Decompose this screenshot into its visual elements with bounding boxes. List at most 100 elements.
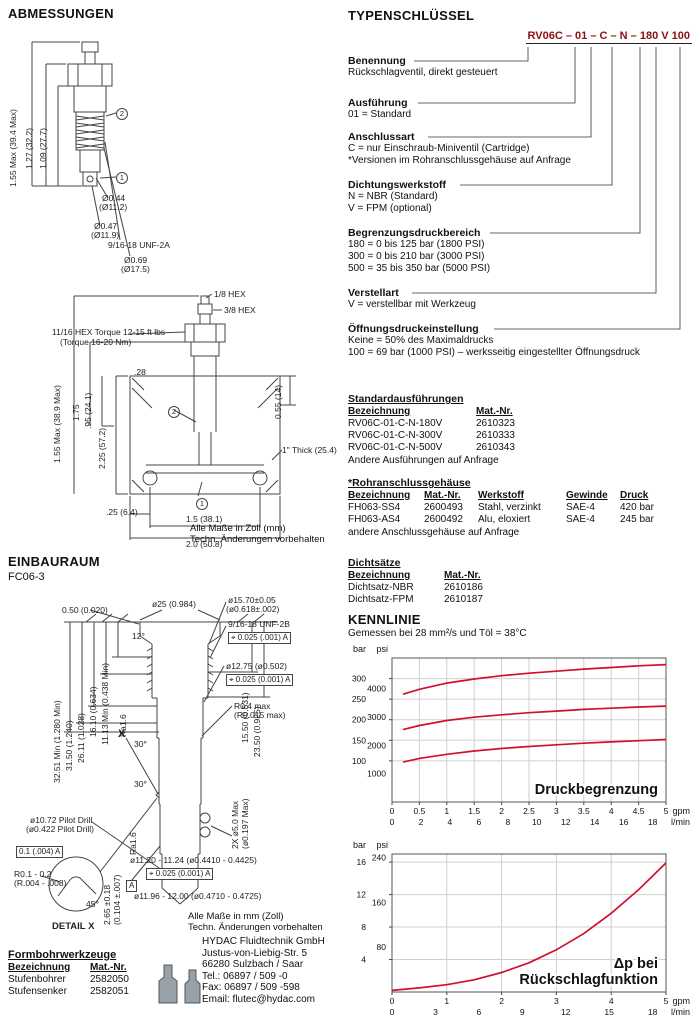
radius-label: (R.004 - .008)	[14, 878, 67, 888]
section-dichtungswerkstoff: Dichtungswerkstoff N = NBR (Standard) V …	[348, 179, 692, 215]
cell: RV06C-01-C-N-180V	[348, 418, 443, 429]
tolerance-frame: ⌖ 0.025 (0.001) A	[226, 674, 294, 686]
radius-label: (R0.015 max)	[234, 710, 286, 720]
header-cell: Bezeichnung	[348, 406, 411, 417]
svg-text:2: 2	[499, 996, 504, 1006]
dim-label: ø25 (0.984)	[152, 599, 196, 609]
address-line: Fax: 06897 / 509 -598	[202, 982, 300, 993]
svg-text:100: 100	[352, 756, 366, 766]
svg-text:0: 0	[390, 996, 395, 1006]
table-row: Dichtsatz-NBR 2610186	[348, 582, 692, 594]
cell: 2600493	[424, 502, 463, 513]
svg-text:4: 4	[448, 817, 453, 827]
dim-label: 1.09 (27.7)	[38, 127, 48, 169]
svg-text:2.5: 2.5	[523, 806, 535, 816]
detail-label: DETAIL X	[52, 921, 95, 932]
svg-text:5: 5	[664, 996, 669, 1006]
section-text: V = FPM (optional)	[348, 203, 432, 214]
section-text: 01 = Standard	[348, 109, 412, 120]
dim-label: .25 (6.4)	[106, 507, 138, 517]
section-label: Begrenzungsdruckbereich	[348, 227, 481, 239]
drawing-note: Techn. Änderungen vorbehalten	[188, 922, 323, 933]
cell: 2610343	[476, 442, 515, 453]
address-line[interactable]: Email: flutec@hydac.com	[202, 993, 315, 1005]
dim-label: 32.51 Min (1.280 Min)	[52, 700, 62, 783]
cell: 245 bar	[620, 514, 654, 525]
surface-finish-label: Ra1.6	[128, 832, 138, 855]
type-code-connectors	[412, 47, 681, 330]
abmessungen-title: ABMESSUNGEN	[8, 6, 114, 21]
cell: 2582050	[90, 974, 129, 985]
dim-label: (ø0.422 Pilot Drill)	[26, 824, 95, 834]
cavity-lineart	[41, 601, 278, 912]
dim-label: ø11.20 - 11.24 (ø0.4410 - 0.4425)	[130, 855, 257, 865]
einbauraum-title: EINBAURAUM	[8, 554, 100, 569]
header-cell: Bezeichnung	[348, 570, 411, 581]
table-footer: andere Anschlussgehäuse auf Anfrage	[348, 527, 520, 538]
svg-text:16: 16	[619, 817, 629, 827]
drill-tools-illustration	[152, 962, 208, 1013]
svg-text:8: 8	[361, 922, 366, 932]
svg-text:2: 2	[499, 806, 504, 816]
port-number: 2	[168, 406, 180, 418]
table-row: FH063-SS4 2600493 Stahl, verzinkt SAE-4 …	[348, 502, 692, 514]
table-row: RV06C-01-C-N-300V 2610333	[348, 430, 692, 442]
dim-label: ø12.75 (ø0.502)	[226, 661, 287, 671]
kennlinie-subtitle: Gemessen bei 28 mm²/s und Töl = 38°C	[348, 628, 527, 639]
section-text: C = nur Einschraub-Miniventil (Cartridge…	[348, 143, 530, 154]
section-oeffnungsdruckeinstellung: Öffnungsdruckeinstellung Keine = 50% des…	[348, 323, 692, 359]
radius-label: R0.1 - 0.2	[14, 869, 52, 879]
svg-text:1: 1	[444, 806, 449, 816]
table-title: Dichtsätze	[348, 557, 401, 569]
cell: 2610186	[444, 582, 483, 593]
dim-label: (Ø17.5)	[121, 264, 150, 274]
angle-label: 30°	[134, 779, 147, 789]
company-address: HYDAC Fluidtechnik GmbH Justus-von-Liebi…	[202, 936, 344, 1005]
standard-versions-table: Standardausführungen Bezeichnung Mat.-Nr…	[348, 392, 692, 467]
dim-label: (ø0.618±.002)	[226, 604, 280, 614]
svg-text:12: 12	[561, 817, 571, 827]
svg-text:150: 150	[352, 735, 366, 745]
section-anschlussart: Anschlussart C = nur Einschraub-Minivent…	[348, 131, 692, 167]
section-text: Rückschlagventil, direkt gesteuert	[348, 67, 498, 78]
address-line: 66280 Sulzbach / Saar	[202, 959, 304, 970]
svg-text:3000: 3000	[367, 712, 386, 722]
svg-text:18: 18	[648, 1007, 658, 1017]
tolerance-frame: 0.1 (.004) A	[16, 846, 64, 858]
dim-label: ø11.96 - 12.00 (ø0.4710 - 0.4725)	[134, 891, 262, 901]
dim-label: 11.13 Min (0.438 Min)	[100, 662, 110, 745]
tolerance-frame: ⌖ 0.025 (.001) A	[228, 632, 291, 644]
section-benennung: Benennung Rückschlagventil, direkt geste…	[348, 55, 692, 79]
hex-label: 1/8 HEX	[214, 289, 246, 299]
svg-text:0.5: 0.5	[413, 806, 425, 816]
dim-label: (Ø11.9)	[91, 230, 120, 240]
svg-text:1: 1	[444, 996, 449, 1006]
cell: Stahl, verzinkt	[478, 502, 541, 513]
dim-label: 1.55 Max (38.9 Max)	[52, 385, 62, 463]
cell: FH063-AS4	[348, 514, 401, 525]
section-label: Ausführung	[348, 97, 408, 109]
svg-text:4: 4	[361, 955, 366, 965]
address-line: Justus-von-Liebig-Str. 5	[202, 947, 308, 959]
dim-label: ø15.70±0.05	[228, 595, 276, 605]
section-text: 500 = 35 bis 350 bar (5000 PSI)	[348, 263, 491, 274]
dim-label: (0.104 ±.007)	[112, 874, 122, 925]
header-cell: Druck	[620, 490, 649, 501]
dim-label: ø10.72 Pilot Drill	[30, 815, 93, 825]
svg-text:80: 80	[377, 942, 387, 952]
dim-label: 23.50 (0.925)	[252, 706, 262, 757]
drawing-note: Techn. Änderungen vorbehalten	[190, 534, 325, 545]
tolerance-frame: ⌖ 0.025 (0.001) A	[146, 868, 214, 880]
table-title: Standardausführungen	[348, 393, 464, 405]
type-code: RV06C – 01 – C – N – 180 V 100	[525, 30, 692, 44]
dim-label: Ø0.44	[102, 193, 126, 203]
header-cell: Mat.-Nr.	[90, 962, 127, 973]
svg-text:2: 2	[419, 817, 424, 827]
dim-label: (ø0.197 Max)	[240, 798, 250, 849]
port-number: 1	[116, 172, 128, 184]
cell: Stufenbohrer	[8, 974, 66, 985]
svg-text:1.5: 1.5	[468, 806, 480, 816]
table-header-row: Bezeichnung Mat.-Nr. Werkstoff Gewinde D…	[348, 490, 692, 502]
svg-text:9: 9	[520, 1007, 525, 1017]
drawing-note: Alle Maße in mm (Zoll)	[188, 911, 284, 922]
